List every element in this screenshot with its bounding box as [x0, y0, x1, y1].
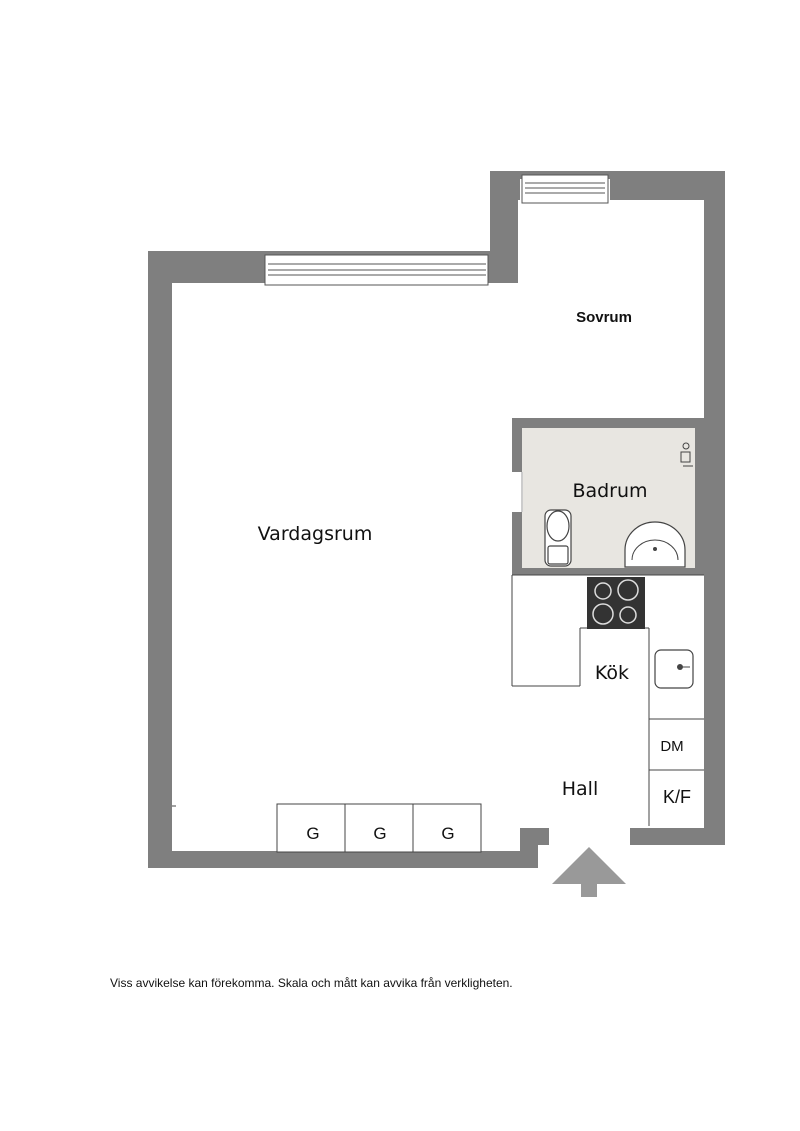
shower-icon	[680, 442, 693, 467]
wardrobe-label-2: G	[373, 824, 386, 843]
room-label-living: Vardagsrum	[258, 523, 373, 545]
room-label-bedroom: Sovrum	[576, 309, 632, 326]
fridge-freezer-label: K/F	[663, 787, 691, 807]
room-label-bathroom: Badrum	[572, 480, 647, 502]
bedroom-window	[521, 174, 609, 204]
room-label-kitchen: Kök	[595, 662, 629, 684]
dishwasher-label: DM	[660, 738, 683, 755]
room-label-hall: Hall	[562, 778, 599, 800]
living-window	[264, 254, 489, 286]
wardrobe-label-1: G	[306, 824, 319, 843]
stove-icon	[587, 577, 645, 629]
washbasin-icon	[624, 521, 686, 568]
entrance-arrow-icon	[552, 847, 626, 897]
wardrobes	[276, 803, 482, 853]
disclaimer-text: Viss avvikelse kan förekomma. Skala och …	[110, 976, 513, 990]
kitchen-sink-icon	[654, 649, 694, 689]
wardrobe-label-3: G	[441, 824, 454, 843]
toilet-icon	[544, 509, 572, 567]
